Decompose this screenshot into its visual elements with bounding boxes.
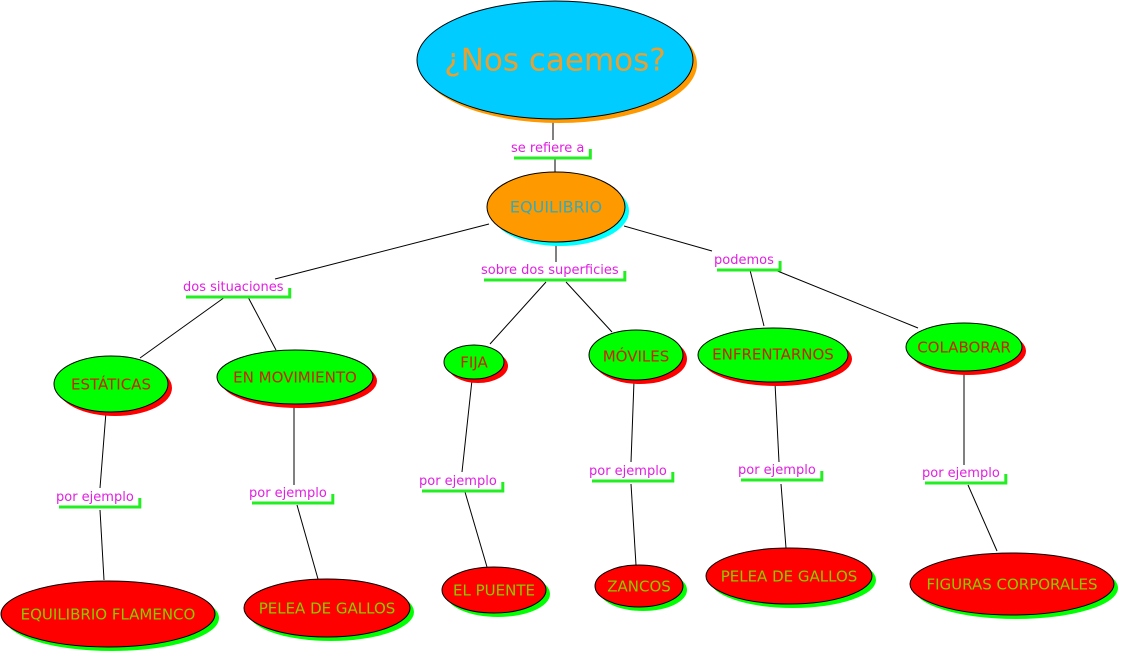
link-underline xyxy=(514,149,592,160)
example-node-zancos[interactable]: ZANCOS xyxy=(594,564,687,611)
title-node[interactable]: ¿Nos caemos? xyxy=(416,0,697,123)
example-text: ZANCOS xyxy=(607,578,671,596)
link-por-ejemplo: por ejemplo xyxy=(589,464,667,479)
concept-node-enfrentarnos[interactable]: ENFRENTARNOS xyxy=(697,327,852,386)
example-node-pelea-de-gallos[interactable]: PELEA DE GALLOS xyxy=(243,578,414,641)
root-node[interactable]: EQUILIBRIO xyxy=(486,171,629,246)
link-por-ejemplo: por ejemplo xyxy=(738,463,816,478)
link-underline xyxy=(741,471,824,482)
link-underline xyxy=(925,474,1008,485)
concept-text: FIJA xyxy=(460,354,488,372)
link-underline xyxy=(717,261,782,272)
connections xyxy=(99,120,998,581)
concept-node-en-movimiento[interactable]: EN MOVIMIENTO xyxy=(216,349,377,408)
link-underline xyxy=(59,498,142,509)
link-underlines xyxy=(59,149,1008,509)
link-sobre-dos-superficies: sobre dos superficies xyxy=(481,263,619,278)
concept-node-fija[interactable]: FIJA xyxy=(443,344,508,383)
link-underline xyxy=(484,271,627,282)
link-dos-situaciones: dos situaciones xyxy=(183,280,284,295)
example-text: FIGURAS CORPORALES xyxy=(926,576,1097,594)
concept-text: ENFRENTARNOS xyxy=(712,346,834,364)
concept-text: EN MOVIMIENTO xyxy=(233,369,357,387)
link-por-ejemplo: por ejemplo xyxy=(922,466,1000,481)
link-podemos: podemos xyxy=(714,253,774,268)
example-node-figuras-corporales[interactable]: FIGURAS CORPORALES xyxy=(909,552,1118,619)
link-underline xyxy=(592,472,675,483)
link-por-ejemplo: por ejemplo xyxy=(56,490,134,505)
concept-node-estaticas[interactable]: ESTÁTICAS xyxy=(53,355,172,416)
example-node-el-puente[interactable]: EL PUENTE xyxy=(441,566,550,617)
concept-text: COLABORAR xyxy=(917,339,1011,357)
concept-node-colaborar[interactable]: COLABORAR xyxy=(905,322,1026,375)
title-text: ¿Nos caemos? xyxy=(444,43,666,79)
concept-text: MÓVILES xyxy=(603,347,670,366)
link-por-ejemplo: por ejemplo xyxy=(419,474,497,489)
example-text: EQUILIBRIO FLAMENCO xyxy=(21,606,196,624)
link-underline xyxy=(252,494,335,505)
link-underline xyxy=(186,288,292,299)
example-text: EL PUENTE xyxy=(453,582,535,600)
concept-node-moviles[interactable]: MÓVILES xyxy=(588,329,687,384)
example-text: PELEA DE GALLOS xyxy=(721,568,858,586)
link-se-refiere-a: se refiere a xyxy=(511,141,584,156)
example-text: PELEA DE GALLOS xyxy=(259,600,396,618)
root-text: EQUILIBRIO xyxy=(510,198,602,217)
link-por-ejemplo: por ejemplo xyxy=(249,486,327,501)
link-underline xyxy=(422,482,505,493)
example-node-pelea-de-gallos-2[interactable]: PELEA DE GALLOS xyxy=(705,547,876,608)
link-labels: se refiere a dos situaciones sobre dos s… xyxy=(56,141,1000,505)
concept-text: ESTÁTICAS xyxy=(71,375,151,394)
example-node-flamenco[interactable]: EQUILIBRIO FLAMENCO xyxy=(0,580,219,651)
